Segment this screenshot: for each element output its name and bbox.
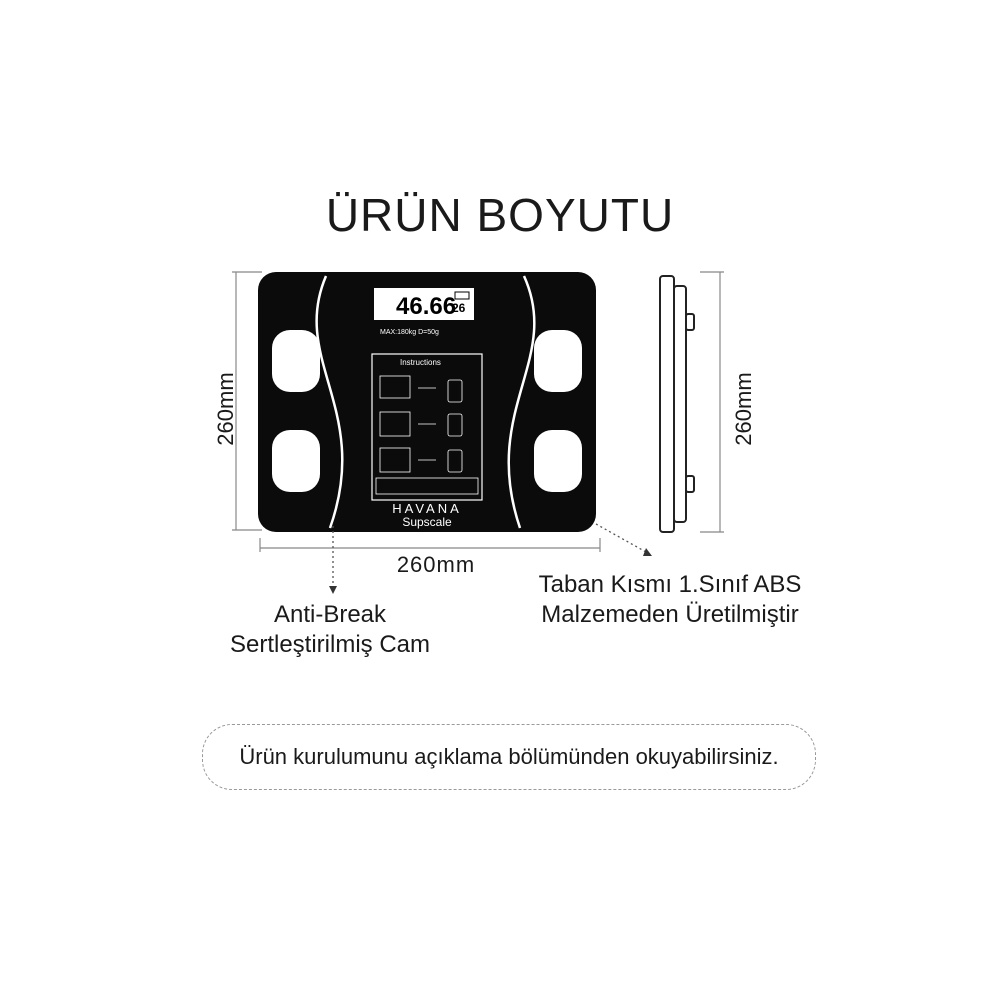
page-title: ÜRÜN BOYUTU [325, 189, 675, 241]
electrode-pad-top-left [272, 330, 320, 392]
height-label-left: 260mm [213, 372, 238, 446]
height-label-right: 260mm [731, 372, 756, 446]
battery-icon [454, 291, 470, 300]
glass-callout: Anti-Break Sertleştirilmiş Cam [190, 600, 470, 660]
instructions-panel [371, 353, 483, 501]
electrode-pad-bottom-left [272, 430, 320, 492]
brand-name: HAVANA [392, 501, 462, 516]
model-name: Supscale [402, 515, 452, 529]
electrode-pad-bottom-right [534, 430, 582, 492]
lcd-weight: 46.66 [396, 293, 456, 320]
base-callout-line1: Taban Kısmı 1.Sınıf ABS [538, 571, 802, 598]
lcd-display [374, 288, 474, 320]
base-callout: Taban Kısmı 1.Sınıf ABS Malzemeden Üreti… [510, 570, 830, 630]
base-pointer-arrow [643, 548, 652, 556]
lcd-small-value: 26 [452, 301, 466, 315]
base-pointer-line [595, 523, 647, 553]
height-dimension-left [232, 271, 262, 531]
height-dimension-right [700, 271, 724, 533]
setup-note: Ürün kurulumunu açıklama bölümünden okuy… [202, 724, 816, 790]
scale-side-view [659, 275, 695, 533]
glass-pointer-arrow [329, 586, 337, 594]
glass-callout-line2: Sertleştirilmiş Cam [229, 631, 430, 658]
width-dimension [259, 538, 601, 552]
instruction-steps [375, 375, 479, 495]
width-label: 260mm [396, 552, 476, 577]
scale-curve-left [315, 275, 344, 529]
glass-callout-line1: Anti-Break [273, 601, 387, 628]
base-callout-line2: Malzemeden Üretilmiştir [541, 601, 799, 628]
electrode-pad-top-right [534, 330, 582, 392]
scale-spec: MAX:180kg D=50g [380, 329, 439, 336]
instructions-title: Instructions [400, 358, 441, 367]
scale-curve-right [507, 275, 536, 529]
